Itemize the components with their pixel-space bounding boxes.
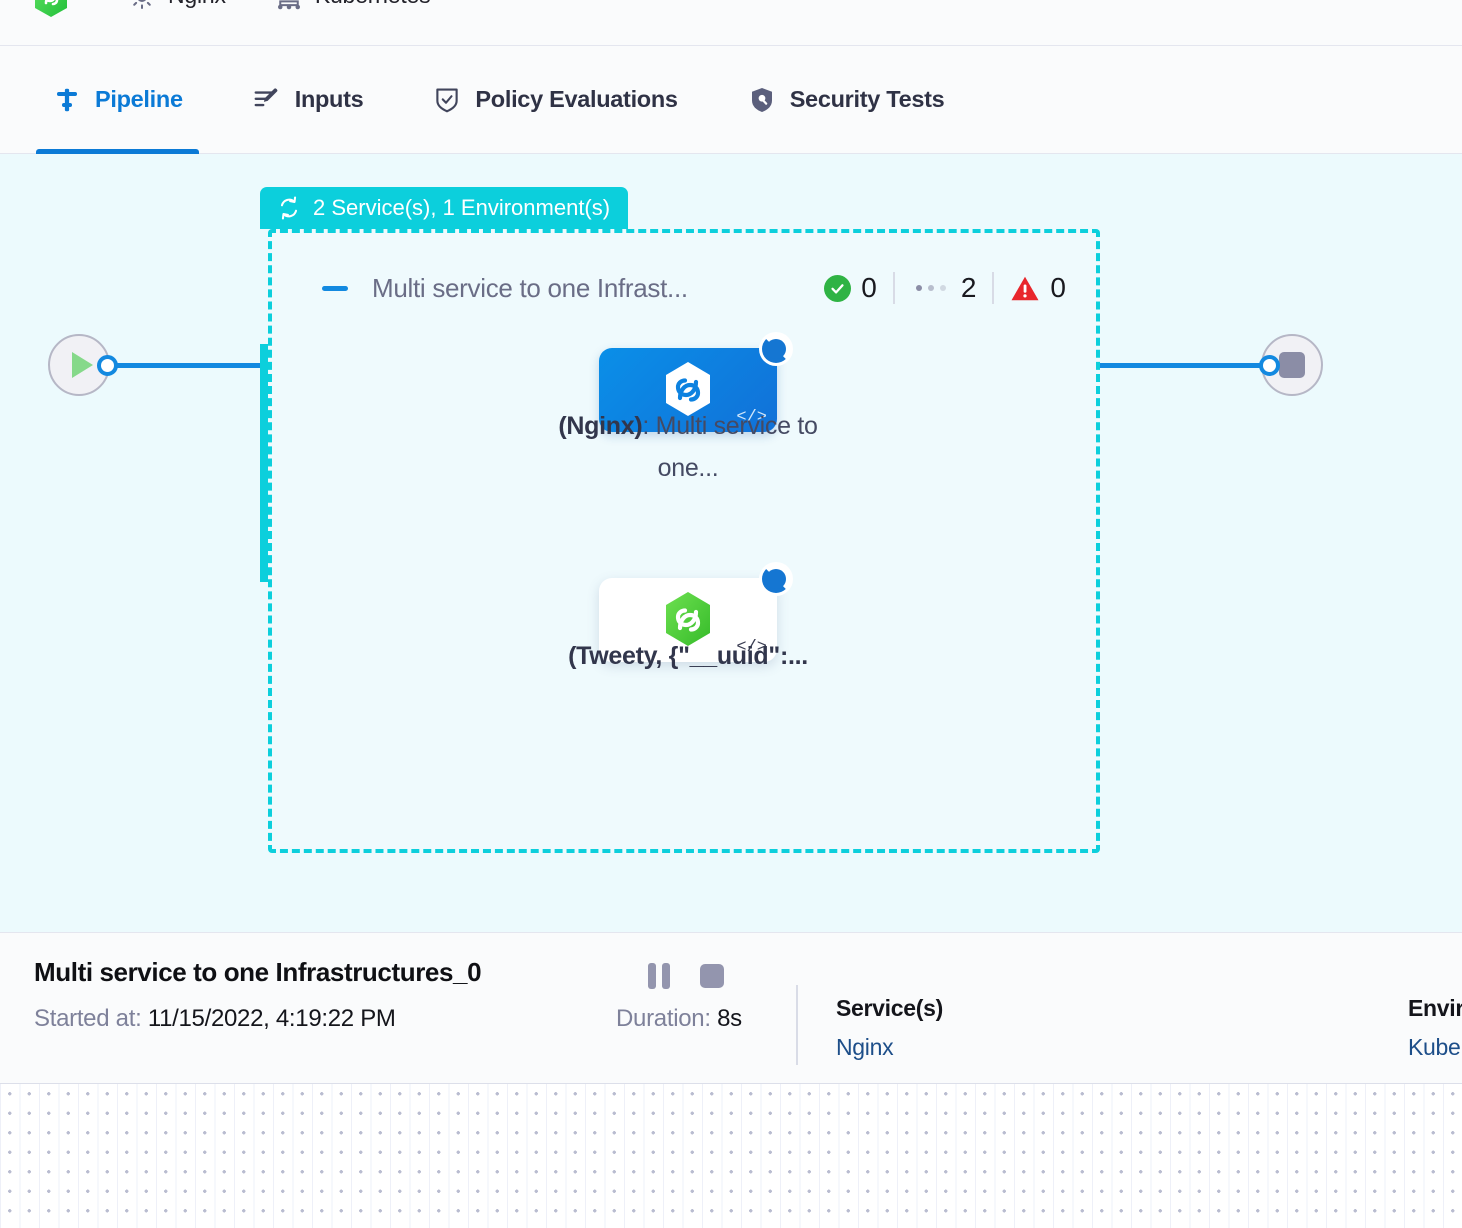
execution-started-at-value: 11/15/2022, 4:19:22 PM [147, 1005, 396, 1032]
stage-title: Multi service to one Infrast... [372, 272, 688, 303]
kubernetes-icon [274, 0, 304, 12]
tab-pipeline[interactable]: Pipeline [36, 46, 199, 154]
details-divider-1 [796, 985, 798, 1065]
tab-policy-evaluations[interactable]: Policy Evaluations [416, 46, 693, 154]
stage-status-counters: 0 2 0 [824, 272, 1082, 304]
tab-security-tests[interactable]: Security Tests [731, 46, 961, 154]
details-column-environments-header: Environment(s) [1408, 995, 1462, 1021]
status-failed-count: 0 [1050, 272, 1066, 303]
breadcrumb-item-kubernetes[interactable]: Kubernetes [274, 0, 431, 45]
warning-triangle-icon [1010, 275, 1040, 302]
ellipsis-dots-icon [911, 285, 951, 291]
inputs-icon [252, 85, 282, 115]
stage-header[interactable]: Multi service to one Infrast... 0 2 [322, 272, 1082, 304]
end-node-port[interactable] [1259, 355, 1280, 376]
code-brackets-icon[interactable]: </> [736, 638, 767, 657]
status-pending[interactable]: 2 [892, 272, 993, 304]
tab-policy-evaluations-label: Policy Evaluations [475, 86, 678, 112]
wire-start-to-group [108, 363, 266, 368]
start-node-port[interactable] [97, 355, 118, 376]
details-column-environments-value[interactable]: Kubernetes [1408, 1034, 1462, 1060]
execution-title: Multi service to one Infrastructures_0 [34, 957, 482, 987]
code-brackets-icon[interactable]: </> [736, 408, 767, 427]
service-hex-icon [656, 358, 720, 422]
check-circle-icon [824, 274, 852, 302]
status-failed[interactable]: 0 [992, 272, 1082, 304]
details-column-services: Service(s) Nginx [836, 995, 943, 1061]
execution-duration-label: Duration: [616, 1005, 711, 1032]
collapse-dash-icon[interactable] [322, 285, 348, 291]
details-column-services-value[interactable]: Nginx [836, 1034, 894, 1060]
breadcrumb-item-kubernetes-label: Kubernetes [315, 0, 431, 9]
tab-inputs[interactable]: Inputs [236, 46, 380, 154]
status-success-count: 0 [861, 272, 877, 303]
pipeline-graph-canvas[interactable]: 2 Service(s), 1 Environment(s) Multi ser… [0, 154, 1462, 932]
policy-shield-check-icon [432, 85, 462, 115]
status-pending-count: 2 [960, 272, 977, 303]
harness-hex-logo-icon [34, 0, 68, 17]
execution-duration-value: 8s [717, 1005, 742, 1032]
service-node-nginx-label: (Nginx): Multi service to one... [558, 405, 818, 489]
group-matrix-badge-label: 2 Service(s), 1 Environment(s) [313, 195, 611, 220]
loop-repeat-icon [276, 195, 302, 221]
background-dot-grid [0, 1084, 1462, 1228]
service-node-nginx-label-rest: : Multi service to one... [642, 412, 818, 482]
service-node-tweety-label-bold: (Tweety, {"__uuid":... [568, 642, 808, 670]
breadcrumb-item-nginx[interactable]: Nginx [127, 0, 226, 45]
service-node-tweety[interactable]: </> [599, 562, 793, 662]
stop-square-icon [1279, 352, 1305, 378]
details-column-services-header: Service(s) [836, 995, 943, 1021]
tab-security-tests-label: Security Tests [789, 86, 945, 112]
service-node-nginx[interactable]: </> [599, 332, 793, 432]
play-icon [71, 352, 93, 378]
group-matrix-badge[interactable]: 2 Service(s), 1 Environment(s) [260, 187, 629, 229]
details-column-environments: Environment(s) Kubernetes [1408, 995, 1462, 1061]
execution-started-at-label: Started at: [34, 1005, 142, 1032]
pipeline-icon [52, 85, 82, 115]
stage-group-container[interactable] [268, 229, 1100, 853]
service-node-tweety-label: (Tweety, {"__uuid":... [558, 635, 818, 677]
stop-icon[interactable] [700, 964, 724, 988]
service-node-nginx-label-bold: (Nginx) [558, 412, 643, 440]
wire-group-to-end [1096, 363, 1276, 368]
breadcrumb-item-logo[interactable] [34, 0, 79, 45]
tab-pipeline-label: Pipeline [95, 86, 183, 112]
breadcrumb: Nginx Kubernetes [0, 0, 1462, 46]
execution-tab-bar: Pipeline Inputs Policy Evaluations [0, 46, 1462, 154]
tab-inputs-label: Inputs [294, 86, 364, 112]
execution-duration: Duration: 8s [616, 1005, 742, 1033]
status-success[interactable]: 0 [824, 272, 893, 304]
execution-controls [648, 963, 724, 989]
running-spinner-icon [759, 332, 793, 366]
gear-icon [127, 0, 157, 12]
running-spinner-icon [759, 562, 793, 596]
breadcrumb-item-nginx-label: Nginx [168, 0, 226, 9]
execution-started-at: Started at: 11/15/2022, 4:19:22 PM [34, 1005, 396, 1033]
pause-icon[interactable] [648, 963, 670, 989]
security-shield-icon [747, 85, 777, 115]
service-hex-icon [656, 588, 720, 652]
execution-details-panel: Multi service to one Infrastructures_0 S… [0, 932, 1462, 1084]
